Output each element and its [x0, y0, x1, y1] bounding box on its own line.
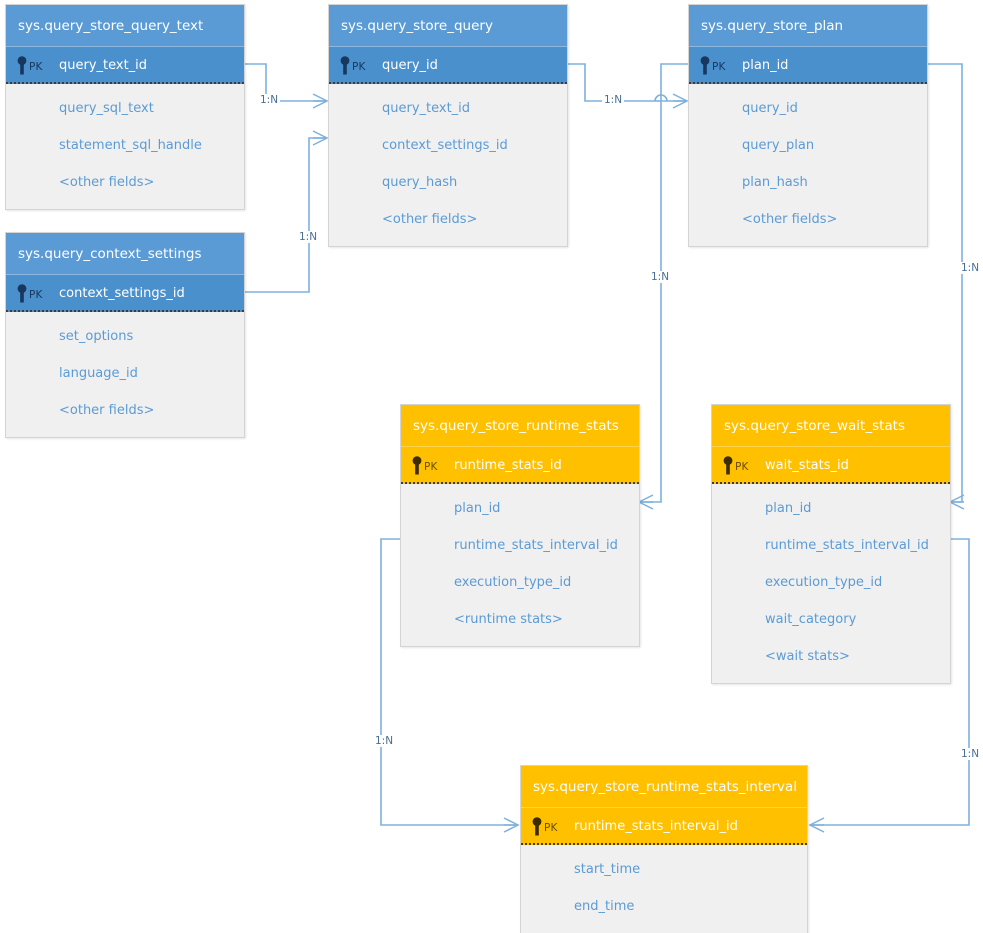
cardinality-label: 1:N [959, 262, 982, 274]
entity-fields-runtime_stats: plan_id runtime_stats_interval_id executio… [401, 484, 639, 646]
entity-fields-wait_stats: plan_id runtime_stats_interval_id executio… [712, 484, 950, 683]
pk-marker: PK [411, 447, 438, 484]
pk-tag-label: PK [29, 60, 43, 73]
pk-marker: PK [339, 47, 366, 84]
key-icon [531, 817, 543, 836]
pk-field-name-plan: plan_id [742, 58, 789, 73]
key-icon [339, 56, 351, 75]
connector-contextsettings-to-query [245, 130, 329, 293]
field-row[interactable]: query_hash [382, 175, 458, 190]
field-row[interactable]: query_plan [742, 138, 815, 153]
cardinality-label: 1:N [649, 271, 672, 283]
field-row[interactable]: plan_id [765, 501, 812, 516]
entity-fields-runtime_stats_interval: start_time end_time [521, 845, 807, 933]
entity-title-runtime_stats_interval: sys.query_store_runtime_stats_interval [521, 766, 807, 808]
primary-key-row-runtime_stats_interval[interactable]: PK runtime_stats_interval_id [521, 808, 807, 845]
field-row[interactable]: plan_hash [742, 175, 808, 190]
field-row[interactable]: language_id [59, 366, 138, 381]
pk-field-name-context_settings: context_settings_id [59, 286, 185, 301]
entity-title-query_text: sys.query_store_query_text [6, 5, 244, 47]
entity-fields-context_settings: set_options language_id <other fields> [6, 312, 244, 437]
connector-query-to-plan [568, 63, 689, 109]
connector-plan-to-runtimestats [637, 63, 688, 510]
pk-field-name-runtime_stats: runtime_stats_id [454, 458, 562, 473]
primary-key-row-plan[interactable]: PK plan_id [689, 47, 927, 84]
field-row[interactable]: runtime_stats_interval_id [454, 538, 618, 553]
field-row[interactable]: execution_type_id [454, 575, 572, 590]
key-icon [16, 56, 28, 75]
primary-key-row-wait_stats[interactable]: PK wait_stats_id [712, 447, 950, 484]
pk-tag-label: PK [352, 60, 366, 73]
cardinality-label: 1:N [258, 94, 281, 106]
pk-field-name-runtime_stats_interval: runtime_stats_interval_id [574, 819, 738, 834]
pk-field-name-query: query_id [382, 58, 438, 73]
key-icon [411, 456, 423, 475]
entity-title-wait_stats: sys.query_store_wait_stats [712, 405, 950, 447]
pk-tag-label: PK [29, 288, 43, 301]
pk-tag-label: PK [712, 60, 726, 73]
field-row[interactable]: <wait stats> [765, 649, 850, 664]
pk-marker: PK [16, 275, 43, 312]
entity-fields-query_text: query_sql_text statement_sql_handle <other… [6, 84, 244, 209]
pk-marker: PK [722, 447, 749, 484]
field-row[interactable]: end_time [574, 899, 635, 914]
pk-marker: PK [16, 47, 43, 84]
field-row[interactable]: <other fields> [742, 212, 838, 227]
field-row[interactable]: wait_category [765, 612, 857, 627]
entity-title-plan: sys.query_store_plan [689, 5, 927, 47]
pk-tag-label: PK [424, 460, 438, 473]
entity-title-context_settings: sys.query_context_settings [6, 233, 244, 275]
entity-fields-query: query_text_id context_settings_id query_ha… [329, 84, 567, 246]
field-row[interactable]: <other fields> [382, 212, 478, 227]
entity-fields-plan: query_id query_plan plan_hash <other fields… [689, 84, 927, 246]
field-row[interactable]: statement_sql_handle [59, 138, 202, 153]
field-row[interactable]: context_settings_id [382, 138, 508, 153]
key-icon [699, 56, 711, 75]
field-row[interactable]: <other fields> [59, 175, 155, 190]
field-row[interactable]: <other fields> [59, 403, 155, 418]
field-row[interactable]: query_text_id [382, 101, 471, 116]
field-row[interactable]: plan_id [454, 501, 501, 516]
entity-title-query: sys.query_store_query [329, 5, 567, 47]
primary-key-row-query_text[interactable]: PK query_text_id [6, 47, 244, 84]
pk-field-name-query_text: query_text_id [59, 58, 148, 73]
cardinality-label: 1:N [602, 94, 625, 106]
field-row[interactable]: <runtime stats> [454, 612, 563, 627]
key-icon [722, 456, 734, 475]
cardinality-label: 1:N [297, 231, 320, 243]
primary-key-row-context_settings[interactable]: PK context_settings_id [6, 275, 244, 312]
field-row[interactable]: set_options [59, 329, 134, 344]
pk-tag-label: PK [735, 460, 749, 473]
pk-marker: PK [531, 808, 558, 845]
field-row[interactable]: runtime_stats_interval_id [765, 538, 929, 553]
primary-key-row-runtime_stats[interactable]: PK runtime_stats_id [401, 447, 639, 484]
field-row[interactable]: start_time [574, 862, 641, 877]
cardinality-label: 1:N [959, 748, 982, 760]
field-row[interactable]: query_sql_text [59, 101, 154, 116]
field-row[interactable]: execution_type_id [765, 575, 883, 590]
key-icon [16, 284, 28, 303]
cardinality-label: 1:N [373, 735, 396, 747]
field-row[interactable]: query_id [742, 101, 798, 116]
pk-tag-label: PK [544, 821, 558, 834]
pk-marker: PK [699, 47, 726, 84]
pk-field-name-wait_stats: wait_stats_id [765, 458, 849, 473]
primary-key-row-query[interactable]: PK query_id [329, 47, 567, 84]
entity-title-runtime_stats: sys.query_store_runtime_stats [401, 405, 639, 447]
